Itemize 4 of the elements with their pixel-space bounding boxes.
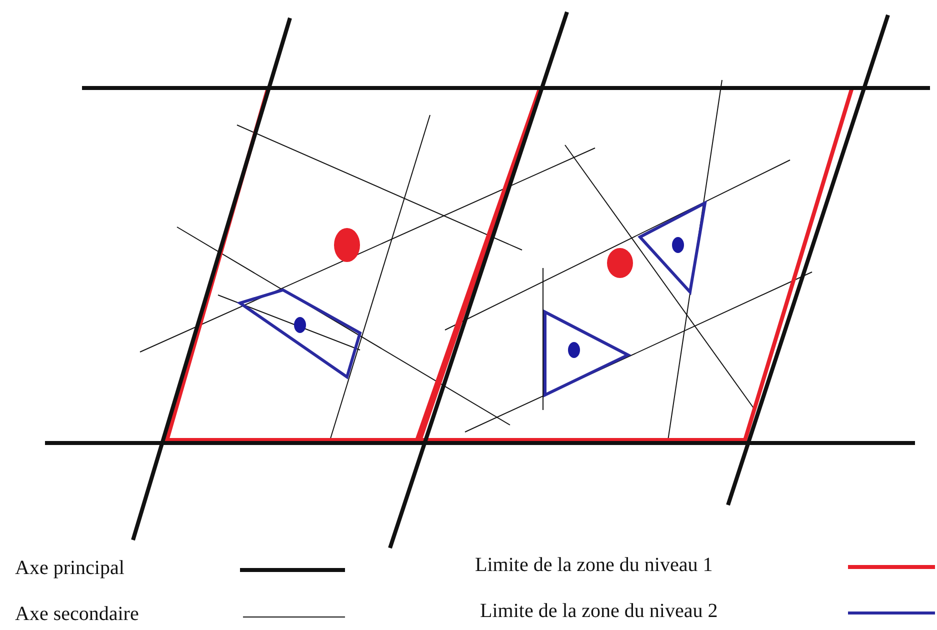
legend-label: Limite de la zone du niveau 1 (475, 555, 713, 575)
legend-label: Axe secondaire (15, 604, 139, 624)
legend-label: Axe principal (15, 558, 124, 578)
legend-label: Limite de la zone du niveau 2 (480, 601, 718, 621)
